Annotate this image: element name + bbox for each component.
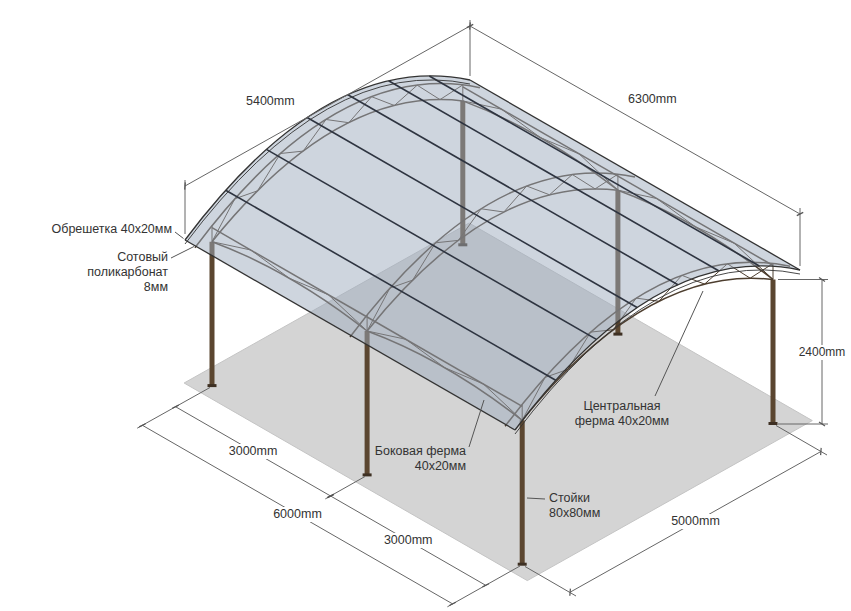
extension-line — [185, 180, 186, 234]
extension-line — [325, 477, 365, 499]
dimension-line — [185, 26, 470, 186]
post — [365, 331, 370, 475]
extension-line — [525, 567, 576, 597]
purlin — [266, 149, 596, 339]
dimension-label: 3000mm — [382, 533, 435, 548]
dimension-label: 6300mm — [628, 92, 677, 107]
post — [520, 420, 525, 564]
extension-line — [800, 208, 801, 266]
dimension-label: 5000mm — [669, 514, 722, 529]
roof-edges — [185, 76, 800, 434]
extension-line — [776, 426, 827, 456]
leader-line — [655, 291, 703, 396]
extension-line — [447, 566, 520, 607]
dimension-label: 2400mm — [797, 345, 848, 360]
extension-line — [778, 279, 828, 280]
dimension-line — [331, 496, 486, 585]
dimension-line — [470, 26, 800, 214]
dimension-label: 3000mm — [227, 444, 280, 459]
dimension-line — [570, 452, 821, 593]
post-base — [518, 563, 527, 566]
leader-lines — [171, 232, 703, 499]
roof-edge — [515, 270, 800, 434]
purlins — [226, 76, 760, 380]
leader-line — [175, 232, 184, 239]
extension-line — [778, 424, 828, 425]
callout-label: Сотовый поликарбонат 8мм — [76, 250, 168, 295]
dimension-label: 5400mm — [246, 94, 295, 109]
callout-label: Боковая ферма 40х20мм — [372, 444, 466, 474]
extension-line — [137, 388, 210, 429]
purlin — [429, 76, 759, 266]
roof-edge — [470, 80, 800, 270]
post-base — [208, 384, 217, 387]
post — [210, 242, 215, 386]
dimension-line — [176, 407, 331, 496]
extension-line — [470, 20, 471, 76]
purlin — [389, 81, 719, 271]
purlin — [307, 118, 637, 308]
dimension-label: 6000mm — [271, 507, 324, 522]
purlin — [226, 190, 556, 380]
purlin — [348, 95, 678, 285]
post-base — [769, 422, 778, 425]
roof-edge — [185, 76, 470, 240]
post — [771, 280, 776, 425]
leader-line — [527, 498, 545, 499]
post-base — [613, 333, 622, 336]
roof-edge — [515, 266, 800, 430]
post-base — [363, 473, 372, 476]
callout-label: Стойки 80х80мм — [549, 491, 609, 521]
polycarbonate-roof — [185, 76, 800, 430]
dimension-lines — [137, 20, 828, 607]
callout-label: Обрешетка 40х20мм — [52, 222, 173, 237]
leader-line — [469, 400, 484, 447]
leader-line — [171, 247, 194, 259]
callout-label: Центральная ферма 40х20мм — [572, 399, 672, 429]
roof-edge — [185, 240, 515, 430]
